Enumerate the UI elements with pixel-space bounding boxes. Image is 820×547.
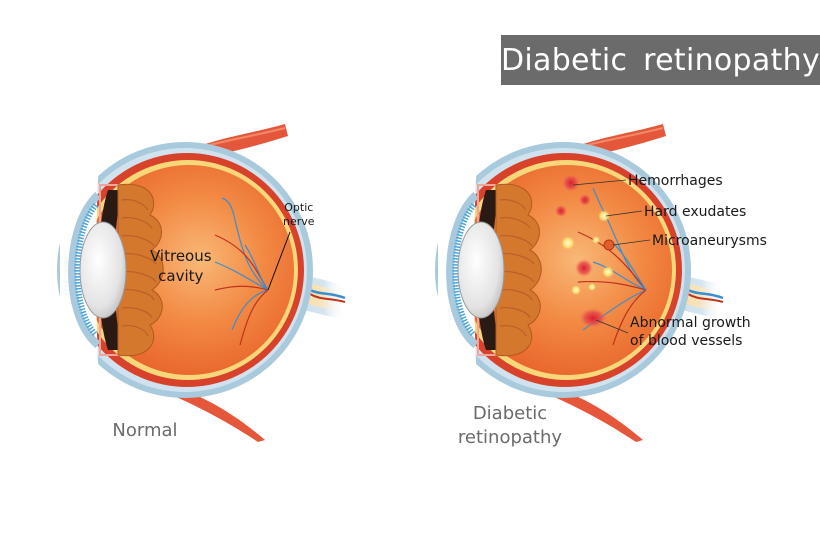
title-banner: Diabetic retinopathy	[501, 35, 820, 85]
normal-eye-illustration	[57, 124, 345, 442]
hemorrhages-label: Hemorrhages	[628, 173, 723, 189]
microaneurysms-label: Microaneurysms	[652, 233, 767, 249]
diabetic-caption: Diabetic retinopathy	[457, 403, 563, 448]
hemorrhage-spots	[555, 174, 607, 328]
title-text: Diabetic retinopathy	[501, 42, 820, 78]
optic-nerve-label: Optic nerve	[283, 201, 315, 228]
diabetic-eye-illustration	[435, 124, 723, 442]
normal-caption: Normal	[112, 420, 178, 441]
microaneurysm-dot	[603, 239, 615, 251]
hard-exudate-spots	[561, 210, 614, 295]
vitreous-cavity-label: Vitreous cavity	[150, 247, 212, 285]
normal-retinal-vessels	[214, 197, 269, 346]
hard-exudates-label: Hard exudates	[644, 204, 747, 220]
abnormal-vessels-label: Abnormal growth of blood vessels	[630, 315, 751, 349]
